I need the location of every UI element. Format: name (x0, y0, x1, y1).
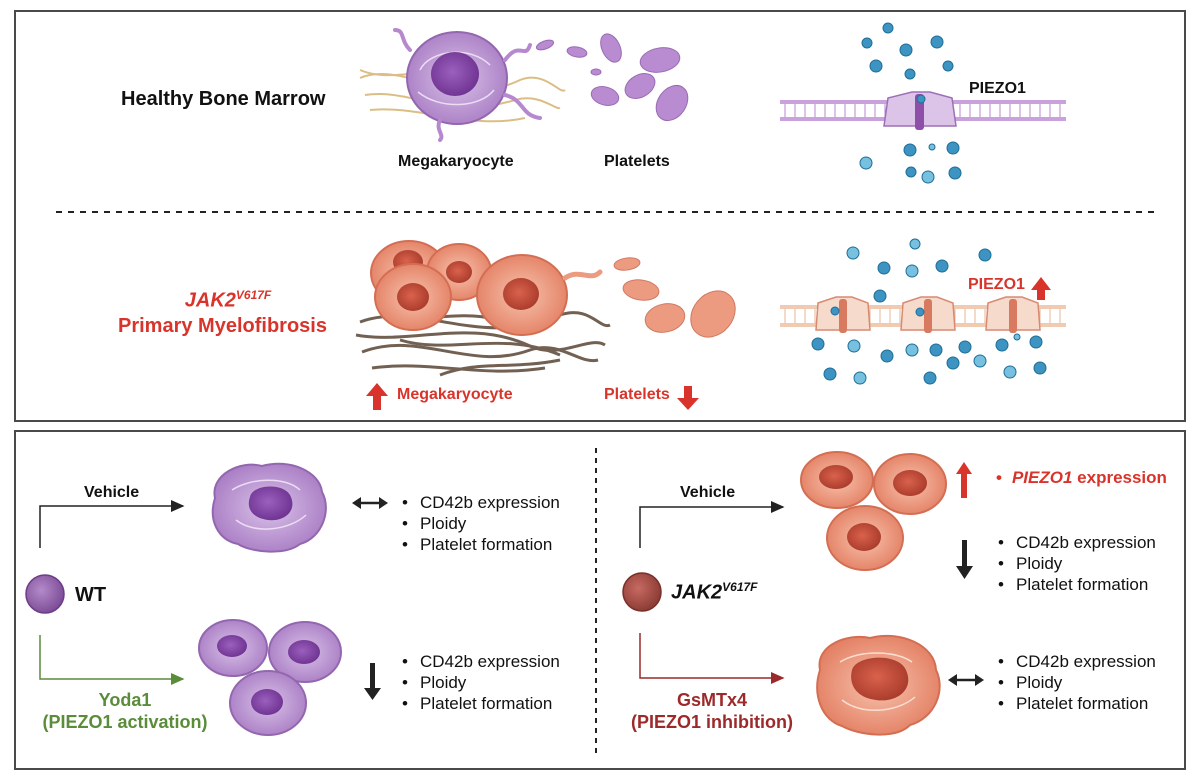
list-item: CD42b expression (398, 492, 560, 513)
disease-platelets-label: Platelets (604, 386, 670, 403)
disease-megakaryocyte-label: Megakaryocyte (397, 386, 513, 403)
jak2-gsmtx4-megakaryocyte (816, 634, 941, 736)
platelets-down-arrow (677, 386, 699, 410)
disease-title: Primary Myelofibrosis (118, 315, 327, 337)
vehicle-arrow-wt (39, 500, 185, 548)
disease-gene-label: JAK2V617F (184, 288, 272, 312)
jak2-cell-label: JAK2V617F (671, 580, 758, 604)
list-item: Platelet formation (398, 534, 560, 555)
disease-piezo1-label: PIEZO1 (968, 276, 1025, 293)
top-panel (14, 10, 1186, 422)
gsmtx4-label: GsMTx4 (676, 690, 748, 710)
gsmtx4-sub-label: (PIEZO1 inhibition) (631, 712, 793, 732)
list-item: CD42b expression (994, 532, 1156, 553)
decrease-arrow-wt (364, 663, 381, 700)
jak2-vehicle-megakaryocytes (800, 451, 947, 571)
wt-vehicle-megakaryocyte (211, 462, 327, 553)
piezo1-expression-label: •PIEZO1 expression (996, 468, 1167, 487)
vehicle-arrow-jak2 (639, 501, 785, 548)
healthy-bone-marrow-title: Healthy Bone Marrow (121, 88, 326, 110)
decrease-arrow-jak2 (956, 540, 973, 579)
yoda1-arrow (39, 635, 185, 685)
list-item: Ploidy (398, 513, 560, 534)
wt-cell-label: WT (75, 584, 107, 606)
yoda1-label: Yoda1 (98, 690, 152, 710)
wt-cell-icon (25, 574, 65, 614)
list-item: CD42b expression (398, 651, 560, 672)
no-change-arrow-jak2 (948, 674, 984, 686)
bottom-panel (14, 430, 1186, 770)
disease-platelets-illustration (613, 257, 736, 338)
list-item: Ploidy (398, 672, 560, 693)
healthy-platelets-label: Platelets (604, 153, 670, 170)
healthy-ions (859, 22, 962, 184)
megakaryocyte-up-arrow (366, 383, 388, 410)
wt-vehicle-label: Vehicle (84, 484, 140, 501)
healthy-megakaryocyte-label: Megakaryocyte (398, 153, 514, 170)
list-item: Platelet formation (994, 574, 1156, 595)
healthy-piezo1-label: PIEZO1 (969, 80, 1026, 97)
disease-ions (811, 238, 1047, 385)
list-item: CD42b expression (994, 651, 1156, 672)
list-item: Platelet formation (398, 693, 560, 714)
healthy-platelets-illustration (535, 33, 689, 122)
wt-vehicle-effects-list: CD42b expression Ploidy Platelet formati… (398, 492, 560, 555)
list-item: Ploidy (994, 553, 1156, 574)
jak2-vehicle-label: Vehicle (680, 484, 736, 501)
disease-membrane-illustration (780, 296, 1066, 333)
jak2-gsmtx4-effects-list: CD42b expression Ploidy Platelet formati… (994, 651, 1156, 714)
gsmtx4-arrow (639, 633, 785, 684)
list-item: Platelet formation (994, 693, 1156, 714)
wt-yoda1-effects-list: CD42b expression Ploidy Platelet formati… (398, 651, 560, 714)
yoda1-sub-label: (PIEZO1 activation) (42, 712, 208, 732)
list-item: Ploidy (994, 672, 1156, 693)
jak2-vehicle-effects-list: CD42b expression Ploidy Platelet formati… (994, 532, 1156, 595)
wt-yoda1-megakaryocytes (198, 619, 342, 736)
no-change-arrow-wt (352, 497, 388, 509)
piezo1-up-arrow (1031, 277, 1051, 300)
healthy-megakaryocyte-illustration (359, 28, 566, 142)
disease-megakaryocytes-illustration (370, 240, 603, 336)
piezo1-expression-up-arrow (956, 462, 972, 498)
jak2-cell-icon (622, 572, 662, 612)
